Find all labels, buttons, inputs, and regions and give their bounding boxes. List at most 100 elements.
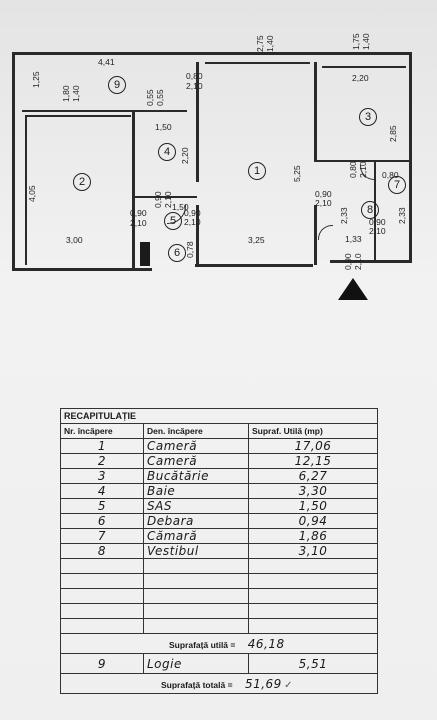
table-row: 4 Baie 3,30 xyxy=(60,483,378,499)
dim-210f: 2,10 xyxy=(184,217,201,227)
room-label-6: 6 xyxy=(168,244,186,262)
empty-row xyxy=(60,588,378,604)
dim-055a: 0,55 xyxy=(145,89,155,106)
room-label-3: 3 xyxy=(359,108,377,126)
loggia-nr: 9 xyxy=(60,653,144,674)
row-name: Debara xyxy=(143,513,249,529)
loggia-area: 5,51 xyxy=(248,653,378,674)
room-label-1: 1 xyxy=(248,162,266,180)
row-name: Bucătărie xyxy=(143,468,249,484)
total-area-row: Suprafață totală = 51,69 ✓ xyxy=(60,673,378,694)
row-name: Cameră xyxy=(143,453,249,469)
table-row: 3 Bucătărie 6,27 xyxy=(60,468,378,484)
dim-150b: 1,50 xyxy=(172,202,189,212)
dim-090b: 0,90 xyxy=(153,191,163,208)
row-name: Cămară xyxy=(143,528,249,544)
room1-right-wall xyxy=(314,62,317,162)
table-title: RECAPITULAȚIE xyxy=(60,408,378,424)
room1-inner-top xyxy=(205,62,310,64)
outer-wall-bottom-2 xyxy=(195,264,313,267)
room1-left-wall-lower xyxy=(196,205,199,267)
check-mark-icon: ✓ xyxy=(284,679,293,691)
room2-inner-left xyxy=(25,115,27,265)
dim-233b: 2,33 xyxy=(397,207,407,224)
empty-row xyxy=(60,573,378,589)
room1-right-wall-lower xyxy=(314,205,317,265)
room-label-5: 5 xyxy=(164,212,182,230)
dim-140c: 1,40 xyxy=(71,85,81,102)
dim-125: 1,25 xyxy=(31,71,41,88)
row-nr: 2 xyxy=(60,453,144,469)
row-nr: 4 xyxy=(60,483,144,499)
outer-wall-right xyxy=(409,52,412,262)
room3-inner xyxy=(322,66,406,68)
room-label-7: 7 xyxy=(388,176,406,194)
dim-210e: 2,10 xyxy=(130,218,147,228)
dim-325: 3,25 xyxy=(248,235,265,245)
dim-055b: 0,55 xyxy=(155,89,165,106)
useful-area-label: Suprafață utilă = xyxy=(169,639,236,650)
row-nr: 7 xyxy=(60,528,144,544)
useful-area-value: 46,18 xyxy=(247,636,285,651)
dim-525: 5,25 xyxy=(292,165,302,182)
room2-inner-top xyxy=(25,115,131,117)
dim-220a: 2,20 xyxy=(352,73,369,83)
row-name: Vestibul xyxy=(143,543,249,559)
closet-hatch xyxy=(140,242,150,266)
header-name: Den. încăpere xyxy=(143,423,249,439)
dim-210b: 2,10 xyxy=(358,161,368,178)
row-area: 6,27 xyxy=(248,468,378,484)
row-area: 1,50 xyxy=(248,498,378,514)
dim-090f: 0,90 xyxy=(343,253,353,270)
dim-090c: 0,90 xyxy=(130,208,147,218)
recap-table: RECAPITULAȚIE Nr. încăpere Den. încăpere… xyxy=(60,408,378,694)
row-area: 3,10 xyxy=(248,543,378,559)
dim-285: 2,85 xyxy=(388,125,398,142)
table-row: 7 Cămară 1,86 xyxy=(60,528,378,544)
dim-210a: 2,10 xyxy=(186,81,203,91)
total-area-label: Suprafață totală = xyxy=(161,679,233,690)
dim-090d: 0,90 xyxy=(184,208,201,218)
dim-090e: 0,90 xyxy=(369,217,386,227)
door-arc-3 xyxy=(318,225,333,240)
row-name: Cameră xyxy=(143,438,249,454)
dim-078: 0,78 xyxy=(185,241,195,258)
room-label-4: 4 xyxy=(158,143,176,161)
row-name: SAS xyxy=(143,498,249,514)
outer-wall-top xyxy=(12,52,412,55)
row-name: Baie xyxy=(143,483,249,499)
outer-wall-bottom-right xyxy=(330,260,412,263)
dim-080c: 0,80 xyxy=(382,170,399,180)
empty-row xyxy=(60,618,378,634)
table-row: 2 Cameră 12,15 xyxy=(60,453,378,469)
empty-row xyxy=(60,603,378,619)
table-row: 1 Cameră 17,06 xyxy=(60,438,378,454)
row-area: 17,06 xyxy=(248,438,378,454)
dim-180: 1,80 xyxy=(61,85,71,102)
loggia-row: 9 Logie 5,51 xyxy=(60,653,378,674)
bath-bottom-wall xyxy=(135,196,197,198)
outer-wall-left xyxy=(12,52,15,271)
kitchen-bottom-wall xyxy=(317,160,409,162)
dim-210h: 2,10 xyxy=(353,253,363,270)
table-row: 8 Vestibul 3,10 xyxy=(60,543,378,559)
loggia-name: Logie xyxy=(143,653,249,674)
dim-233a: 2,33 xyxy=(339,207,349,224)
row-nr: 1 xyxy=(60,438,144,454)
table-row: 5 SAS 1,50 xyxy=(60,498,378,514)
room-label-8: 8 xyxy=(361,201,379,219)
table-row: 6 Debara 0,94 xyxy=(60,513,378,529)
dim-080b: 0,80 xyxy=(348,161,358,178)
dim-441: 4,41 xyxy=(98,57,115,67)
dim-275: 2,75 xyxy=(255,35,265,52)
dim-140b: 1,40 xyxy=(361,33,371,50)
dim-080a: 0,80 xyxy=(186,71,203,81)
outer-wall-bottom xyxy=(12,268,152,271)
row-nr: 3 xyxy=(60,468,144,484)
row-area: 12,15 xyxy=(248,453,378,469)
dim-090a: 0,90 xyxy=(315,189,332,199)
dim-220b: 2,20 xyxy=(180,147,190,164)
row-area: 3,30 xyxy=(248,483,378,499)
row-nr: 8 xyxy=(60,543,144,559)
row-area: 1,86 xyxy=(248,528,378,544)
